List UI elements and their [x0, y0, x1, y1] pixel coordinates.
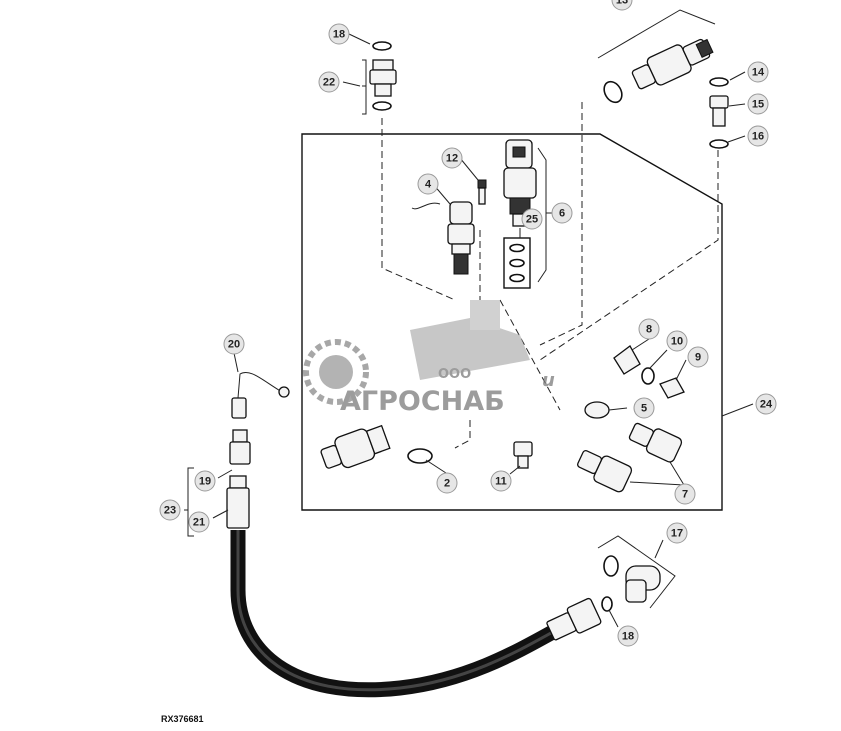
- callout-circle: [755, 393, 777, 415]
- callout-24: 24: [755, 393, 777, 415]
- callout-label: 9: [695, 352, 701, 364]
- callout-13: 13: [611, 0, 633, 11]
- watermark: ООО АГРОСНАБ u: [303, 300, 555, 417]
- callout-label: 21: [193, 517, 205, 529]
- callout-label: 17: [671, 528, 683, 540]
- assembly-frame: [301, 133, 723, 511]
- part-9-nut: [659, 377, 685, 399]
- callout-circle: [747, 125, 769, 147]
- part-4-solenoid-valve: [411, 201, 475, 275]
- part-fitting-large: [320, 424, 391, 469]
- callout-circle: [617, 625, 639, 647]
- callout-label: 18: [333, 29, 345, 41]
- callout-label: 25: [526, 214, 538, 226]
- watermark-line1: ООО: [438, 367, 471, 382]
- callout-22: 22: [318, 71, 340, 93]
- callout-leaders: [184, 33, 754, 628]
- watermark-letter: u: [542, 370, 555, 391]
- part-7-plugs: [577, 422, 683, 493]
- callout-18: 18: [328, 23, 350, 45]
- callout-circle: [666, 330, 688, 352]
- callout-circle: [674, 483, 696, 505]
- callout-circle: [687, 346, 709, 368]
- callout-5: 5: [633, 397, 655, 419]
- callout-label: 24: [760, 399, 773, 411]
- callout-label: 7: [682, 489, 688, 501]
- part-15-fitting: [709, 77, 729, 149]
- callout-label: 16: [752, 131, 764, 143]
- part-17-elbow: [597, 535, 676, 612]
- callout-8: 8: [638, 318, 660, 340]
- callout-25: 25: [521, 208, 543, 230]
- part-21-hose: [187, 467, 602, 698]
- callout-label: 4: [425, 179, 432, 191]
- callout-7: 7: [674, 483, 696, 505]
- part-22-fitting: [362, 41, 397, 115]
- callout-19: 19: [194, 470, 216, 492]
- callout-label: 13: [616, 0, 628, 7]
- part-5-washer: [584, 401, 610, 419]
- part-8-plug: [613, 345, 641, 375]
- callout-6: 6: [551, 202, 573, 224]
- callout-label: 5: [641, 403, 647, 415]
- callout-label: 14: [752, 67, 765, 79]
- callout-label: 23: [164, 505, 176, 517]
- callout-20: 20: [223, 333, 245, 355]
- callout-circle: [551, 202, 573, 224]
- callout-2: 2: [436, 472, 458, 494]
- part-12-screw: [477, 179, 487, 205]
- callout-label: 2: [444, 478, 450, 490]
- callout-17: 17: [666, 522, 688, 544]
- part-10-oring: [641, 367, 655, 385]
- callout-circle: [611, 0, 633, 11]
- watermark-line2: АГРОСНАБ: [340, 386, 505, 417]
- callout-label: 19: [199, 476, 211, 488]
- callout-16: 16: [747, 125, 769, 147]
- callout-11: 11: [490, 470, 512, 492]
- callout-10: 10: [666, 330, 688, 352]
- callout-14: 14: [747, 61, 769, 83]
- callout-18: 18: [617, 625, 639, 647]
- callout-label: 8: [646, 324, 652, 336]
- callout-label: 12: [446, 153, 458, 165]
- callout-label: 10: [671, 336, 683, 348]
- callout-circle: [188, 511, 210, 533]
- callout-circle: [633, 397, 655, 419]
- reference-code: RX376681: [161, 714, 204, 724]
- callout-9: 9: [687, 346, 709, 368]
- callout-4: 4: [417, 173, 439, 195]
- callout-21: 21: [188, 511, 210, 533]
- assembly-dashed-lines: [381, 102, 719, 449]
- callout-label: 15: [752, 99, 764, 111]
- callout-circle: [194, 470, 216, 492]
- callout-circle: [490, 470, 512, 492]
- callout-label: 20: [228, 339, 240, 351]
- callout-15: 15: [747, 93, 769, 115]
- callout-label: 6: [559, 208, 565, 220]
- callout-label: 18: [622, 631, 634, 643]
- part-11-screw: [513, 441, 533, 469]
- callout-circle: [223, 333, 245, 355]
- callout-circle: [159, 499, 181, 521]
- part-20-wire-harness: [231, 372, 290, 419]
- callout-label: 22: [323, 77, 335, 89]
- part-2-oring: [407, 448, 433, 464]
- callout-12: 12: [441, 147, 463, 169]
- callout-circle: [638, 318, 660, 340]
- callout-circle: [521, 208, 543, 230]
- callout-circle: [666, 522, 688, 544]
- callout-circle: [328, 23, 350, 45]
- callout-circle: [747, 93, 769, 115]
- callout-circle: [417, 173, 439, 195]
- callout-circle: [318, 71, 340, 93]
- callout-23: 23: [159, 499, 181, 521]
- part-13-connector: [597, 9, 716, 104]
- callout-label: 11: [495, 476, 507, 488]
- callout-circle: [747, 61, 769, 83]
- callout-circle: [441, 147, 463, 169]
- callout-circle: [436, 472, 458, 494]
- part-19-adapter: [229, 429, 251, 465]
